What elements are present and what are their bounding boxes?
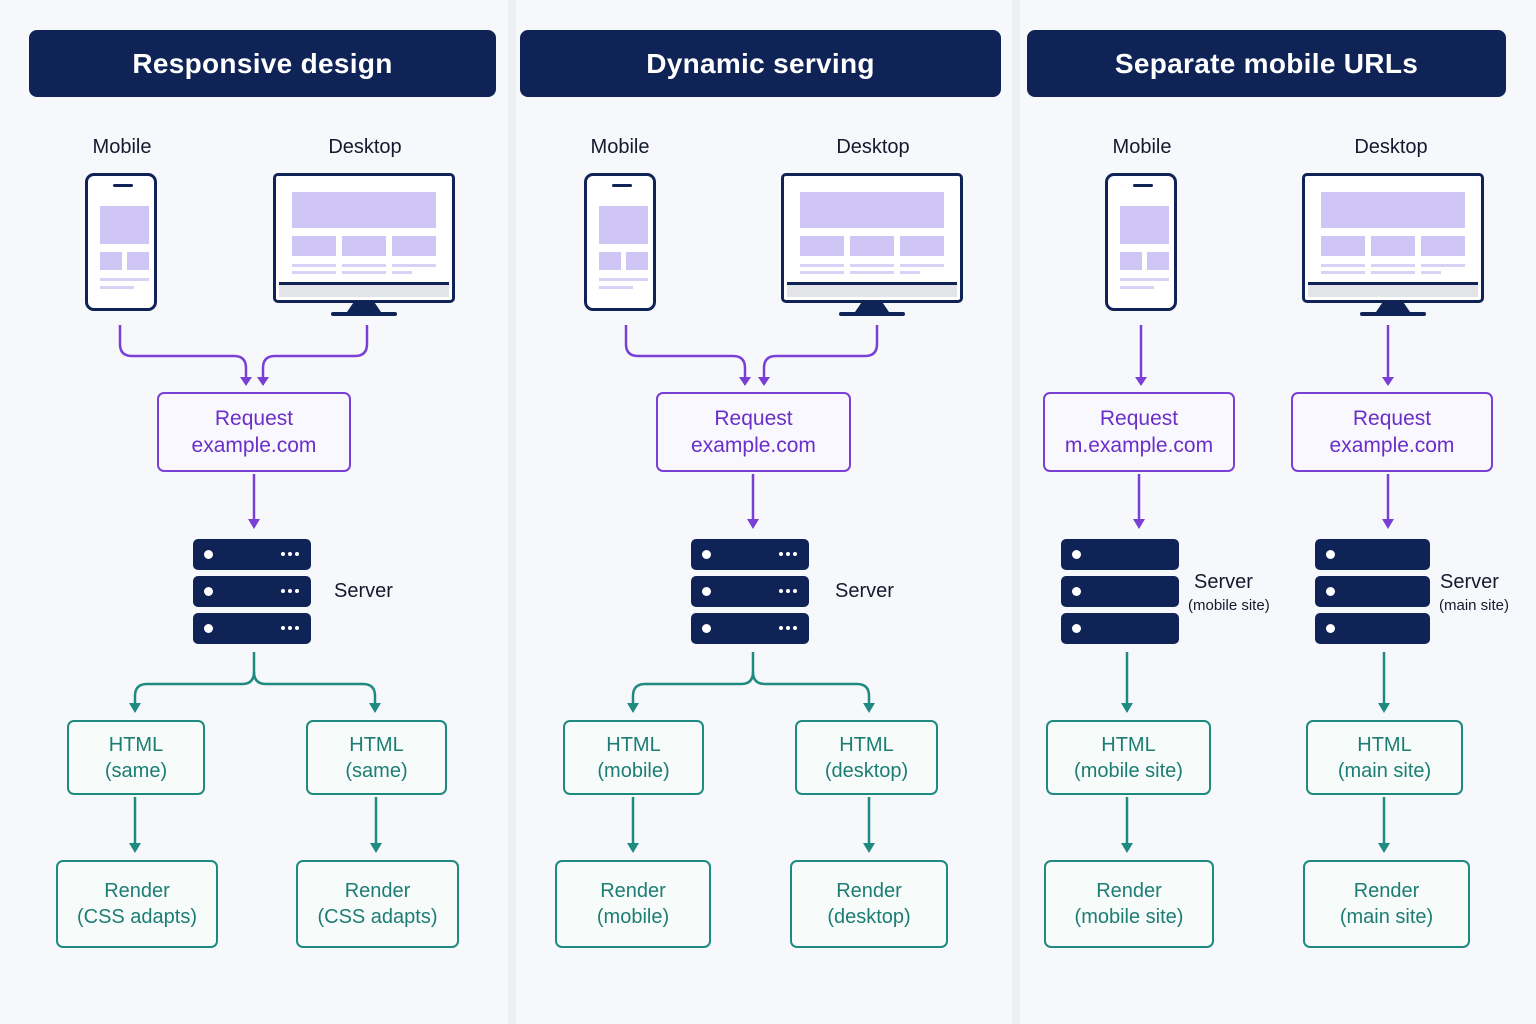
request-label: Request [714,407,793,430]
request-label: Request [1099,407,1179,430]
render-variant: (CSS adapts) [76,906,198,928]
render-variant: (CSS adapts) [317,906,438,928]
html-label: HTML [1357,733,1412,756]
html-variant: (same) [345,759,408,782]
column-header-dynamic: Dynamic serving [520,30,1001,97]
desktop-label: Desktop [328,136,402,158]
mobile-label: Mobile [1112,136,1172,158]
html-label: HTML [349,733,404,756]
render-variant: (desktop) [827,906,911,928]
render-box-left: Render (mobile) [555,860,711,948]
server-label: Server [1194,571,1253,593]
render-variant: (main site) [1339,906,1434,928]
request-label: Request [1352,407,1432,430]
render-label: Render [1353,880,1420,902]
desktop-monitor-icon [781,173,963,319]
server-label: Server [1440,571,1499,593]
render-label: Render [344,880,411,902]
html-label: HTML [606,733,661,756]
column-divider [1012,0,1020,1024]
html-box-left: HTML (mobile site) [1046,720,1211,795]
mobile-phone-icon [584,173,656,311]
render-box-right: Render (main site) [1303,860,1470,948]
render-variant: (mobile site) [1074,906,1184,928]
server-rack-icon [1061,539,1179,650]
mobile-phone-icon [85,173,157,311]
html-box-right: HTML (main site) [1306,720,1463,795]
render-box-left: Render (CSS adapts) [56,860,218,948]
server-sublabel: (main site) [1439,597,1510,614]
mobile-label: Mobile [590,136,650,158]
render-box-right: Render (desktop) [790,860,948,948]
html-box-right: HTML (same) [306,720,447,795]
html-variant: (mobile site) [1074,759,1183,782]
html-label: HTML [108,733,164,756]
html-variant: (same) [104,759,168,782]
request-box-main: Request example.com [1291,392,1493,472]
render-box-right: Render (CSS adapts) [296,860,459,948]
request-domain: m.example.com [1064,434,1214,457]
desktop-label: Desktop [1354,136,1428,158]
mobile-label: Mobile [92,136,152,158]
server-rack-icon [1315,539,1430,650]
mobile-phone-icon [1105,173,1177,311]
html-variant: (mobile) [597,759,670,782]
desktop-monitor-icon [273,173,455,319]
request-domain: example.com [191,434,317,457]
request-box: Request example.com [157,392,351,472]
server-label: Server [334,580,393,602]
html-box-left: HTML (same) [67,720,205,795]
desktop-monitor-icon [1302,173,1484,319]
server-rack-icon [193,539,311,650]
request-domain: example.com [691,434,816,457]
desktop-label: Desktop [836,136,910,158]
request-box-mobile: Request m.example.com [1043,392,1235,472]
request-label: Request [214,407,294,430]
render-label: Render [104,880,170,902]
server-rack-icon [691,539,809,650]
render-label: Render [1096,880,1162,902]
html-label: HTML [1101,733,1156,756]
request-domain: example.com [1329,434,1455,457]
render-label: Render [600,880,666,902]
html-label: HTML [839,733,894,756]
request-box: Request example.com [656,392,851,472]
server-sublabel: (mobile site) [1188,597,1270,614]
column-header-responsive: Responsive design [29,30,496,97]
column-header-separate-urls: Separate mobile URLs [1027,30,1506,97]
html-variant: (desktop) [824,759,909,782]
render-variant: (mobile) [596,906,670,928]
server-label: Server [835,580,894,602]
render-box-left: Render (mobile site) [1044,860,1214,948]
html-variant: (main site) [1337,759,1432,782]
html-box-right: HTML (desktop) [795,720,938,795]
render-label: Render [836,880,902,902]
html-box-left: HTML (mobile) [563,720,704,795]
column-divider [508,0,516,1024]
